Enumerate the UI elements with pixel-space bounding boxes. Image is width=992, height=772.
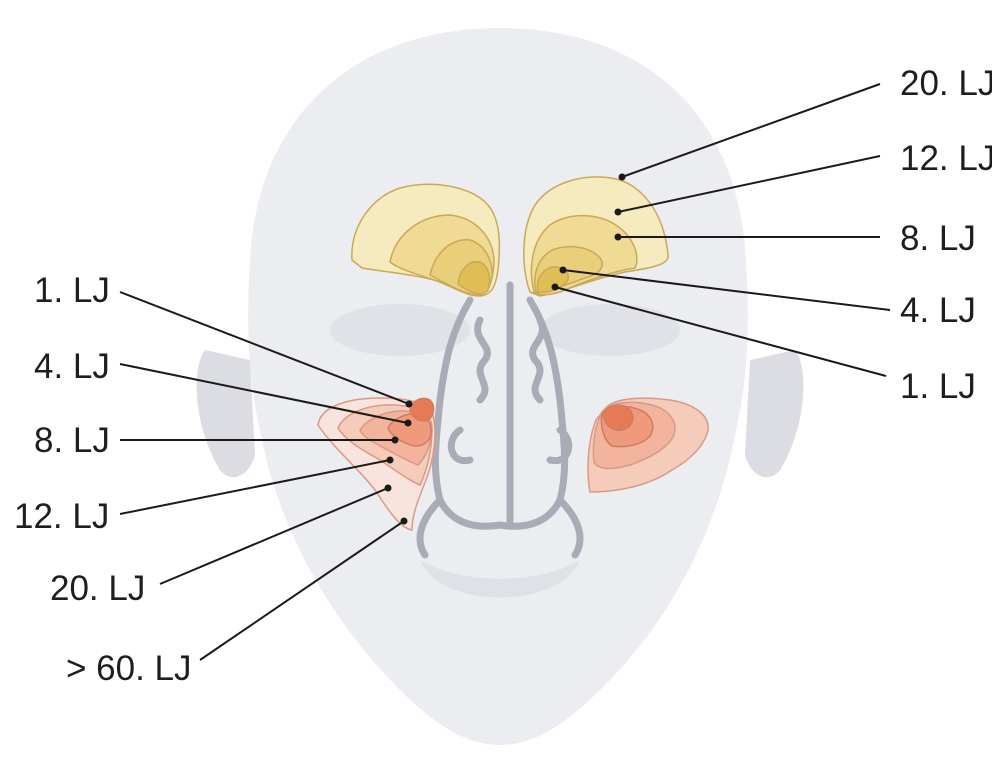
left-ear (197, 350, 255, 477)
label-frontal-8: 8. LJ (900, 219, 976, 258)
leader-maxillary-4-dot (405, 420, 412, 427)
label-maxillary-8: 8. LJ (34, 421, 110, 460)
leader-frontal-8-dot (615, 234, 622, 241)
label-maxillary-12: 12. LJ (14, 497, 109, 536)
face-silhouette (197, 28, 804, 745)
label-frontal-1: 1. LJ (900, 367, 976, 406)
frontal-labels: 20. LJ 12. LJ 8. LJ 4. LJ 1. LJ (900, 64, 992, 406)
right-eye-region (540, 304, 680, 356)
right-ear (745, 350, 803, 477)
leader-frontal-1-dot (552, 284, 559, 291)
label-frontal-20: 20. LJ (900, 64, 992, 103)
leader-maxillary-20-dot (385, 485, 392, 492)
label-maxillary-20: 20. LJ (50, 569, 145, 608)
leader-maxillary-8-dot (392, 437, 399, 444)
leader-maxillary-60-dot (401, 518, 408, 525)
label-maxillary-60: > 60. LJ (66, 649, 192, 688)
leader-maxillary-1-dot (406, 401, 413, 408)
maxillary-labels: 1. LJ 4. LJ 8. LJ 12. LJ 20. LJ > 60. LJ (14, 271, 192, 688)
leader-frontal-4-dot (560, 267, 567, 274)
label-maxillary-4: 4. LJ (34, 347, 110, 386)
leader-maxillary-12-dot (387, 457, 394, 464)
leader-frontal-12-dot (615, 209, 622, 216)
label-frontal-12: 12. LJ (900, 139, 992, 178)
label-maxillary-1: 1. LJ (34, 271, 110, 310)
label-frontal-4: 4. LJ (900, 291, 976, 330)
leader-frontal-20-dot (619, 174, 626, 181)
